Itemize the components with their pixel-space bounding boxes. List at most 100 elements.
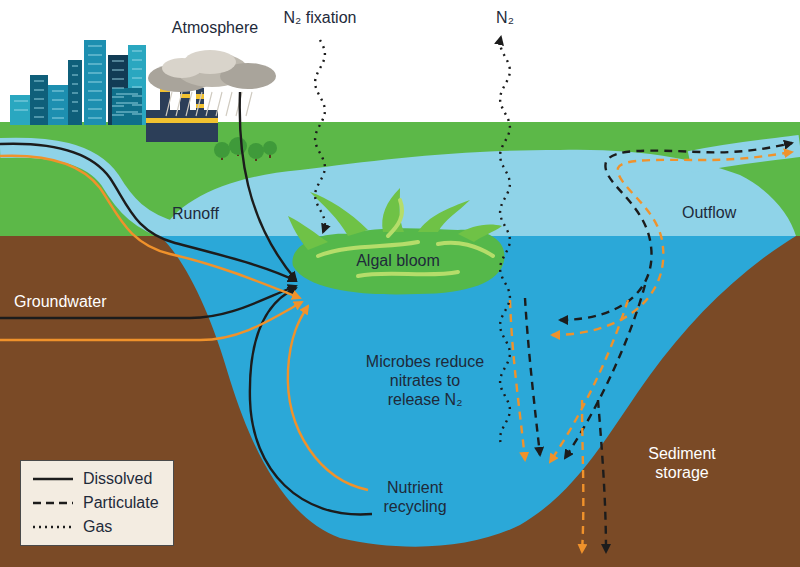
bloom-streak <box>438 243 493 256</box>
window-row <box>88 54 102 56</box>
window-row <box>116 93 138 95</box>
sediment-label: Sediment storage <box>632 444 732 482</box>
legend-line <box>33 526 73 528</box>
legend-line <box>33 478 73 480</box>
window-row <box>88 45 102 47</box>
window-row <box>112 96 124 98</box>
window-row <box>88 108 102 110</box>
window-row <box>116 111 138 113</box>
building <box>112 88 142 125</box>
chimney-stripe <box>196 104 204 108</box>
outflow-particulate <box>552 152 792 335</box>
tree-crown <box>248 143 264 159</box>
factory-band <box>146 118 218 123</box>
rain-streak <box>226 92 232 116</box>
runoff-label: Runoff <box>172 204 242 223</box>
window-row <box>112 78 124 80</box>
legend-box: DissolvedParticulateGas <box>20 460 174 546</box>
atmosphere-label: Atmosphere <box>150 18 280 37</box>
legend-row: Particulate <box>31 491 159 515</box>
inflow-river <box>0 148 175 232</box>
bloom-tendril <box>310 192 368 236</box>
cloud-puff <box>162 58 202 78</box>
window-row <box>112 114 124 116</box>
city-skyline <box>10 40 146 125</box>
window-row <box>72 110 78 112</box>
window-row <box>88 90 102 92</box>
legend-sample <box>31 472 75 486</box>
rain-streak <box>246 92 252 116</box>
window-row <box>14 109 28 111</box>
nitrogen-release-gas <box>500 37 510 442</box>
bloom-streak <box>388 200 402 236</box>
rain-streak <box>186 92 192 116</box>
bloom-tendril <box>288 216 328 250</box>
rain-streak <box>166 92 172 116</box>
node-label: Algal bloom <box>356 252 440 270</box>
window-row <box>112 105 124 107</box>
rain-cloud <box>148 50 276 116</box>
bloom-outline <box>288 186 508 298</box>
window-row <box>88 117 102 119</box>
rain-streak <box>176 92 182 116</box>
window-row <box>52 90 64 92</box>
legend-row: Dissolved <box>31 467 159 491</box>
outflow-particulate <box>560 143 792 320</box>
process-label: N₂ fixation <box>260 8 380 27</box>
window-row <box>112 87 124 89</box>
tree-crown <box>229 137 247 155</box>
window-row <box>34 107 44 109</box>
rain-streak <box>236 92 242 116</box>
recycling-dissolved <box>288 306 368 490</box>
legend-text: Gas <box>83 518 112 536</box>
groundwater-dissolved <box>0 286 296 318</box>
settling-particulate <box>525 298 540 455</box>
settling-particulate <box>510 300 525 460</box>
window-row <box>72 101 78 103</box>
window-row <box>72 83 78 85</box>
window-row <box>34 116 44 118</box>
window-row <box>132 59 142 61</box>
atmospheric-input <box>240 92 296 280</box>
building <box>48 85 68 125</box>
rain-streak <box>196 92 202 116</box>
runoff-dissolved <box>0 156 300 298</box>
legend-text: Particulate <box>83 494 159 512</box>
window-row <box>52 99 64 101</box>
building <box>84 40 106 125</box>
window-row <box>112 60 124 62</box>
window-row <box>116 102 138 104</box>
window-row <box>132 77 142 79</box>
process-note: Microbes reduce nitrates to release N₂ <box>365 352 485 410</box>
bloom-tendril <box>418 200 470 232</box>
window-row <box>132 68 142 70</box>
burial-particulate <box>598 400 606 552</box>
window-row <box>52 117 64 119</box>
window-row <box>88 81 102 83</box>
window-row <box>34 80 44 82</box>
window-row <box>132 113 142 115</box>
burial-particulate <box>582 400 583 552</box>
window-row <box>88 72 102 74</box>
process-label: Nutrient recycling <box>360 478 470 516</box>
outflow-label: Outflow <box>682 203 762 222</box>
building <box>10 95 32 125</box>
rain-streak <box>216 92 222 116</box>
rain-streak <box>206 92 212 116</box>
window-row <box>34 98 44 100</box>
trees <box>214 137 277 161</box>
window-row <box>34 89 44 91</box>
settling-particulate <box>565 285 645 458</box>
window-row <box>88 99 102 101</box>
window-row <box>72 65 78 67</box>
legend-text: Dissolved <box>83 470 152 488</box>
building <box>68 60 82 125</box>
window-row <box>132 95 142 97</box>
groundwater-label: Groundwater <box>14 292 144 311</box>
window-row <box>88 63 102 65</box>
legend-row: Gas <box>31 515 159 539</box>
runoff-dissolved <box>0 144 296 281</box>
building <box>30 75 48 125</box>
bloom-tendril <box>458 224 502 242</box>
